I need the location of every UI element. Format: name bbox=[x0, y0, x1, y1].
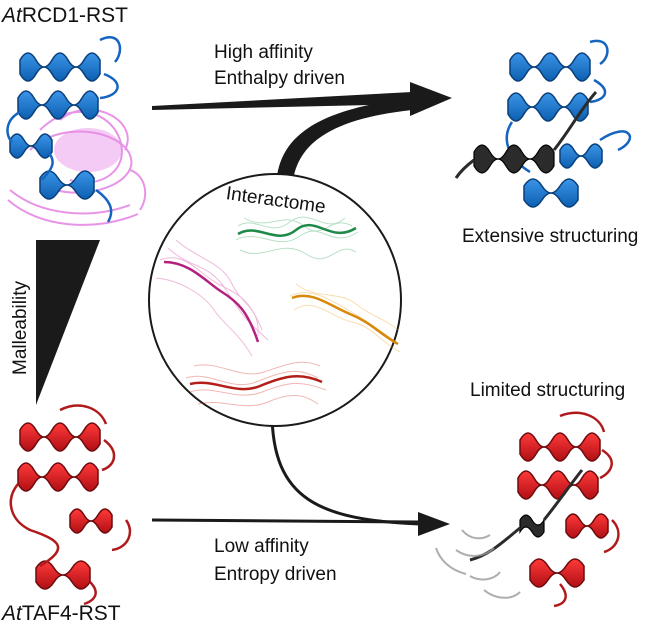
taf4-complex-structure bbox=[435, 411, 620, 608]
rcd1-complex-helices bbox=[507, 52, 603, 208]
rcd1-complex-structure bbox=[454, 39, 632, 208]
taf4-bound-ligand bbox=[435, 469, 584, 599]
rcd1-bound-ligand bbox=[454, 91, 598, 179]
bottom-arrow-branch bbox=[270, 411, 421, 526]
taf4-complex-loops bbox=[553, 411, 620, 608]
bottom-arrow bbox=[151, 411, 450, 536]
bottom-arrow-head bbox=[418, 512, 450, 536]
enthalpy-driven-label: Enthalpy driven bbox=[214, 68, 345, 89]
taf4-title: AtTAF4-RST bbox=[0, 602, 121, 625]
rcd1-title: AtRCD1-RST bbox=[0, 4, 128, 27]
green-idp-ensemble bbox=[235, 216, 359, 260]
top-arrow bbox=[152, 82, 452, 190]
malleability-label: Malleability bbox=[10, 281, 31, 375]
malleability-wedge bbox=[36, 240, 100, 405]
rcd1-disorder-blob bbox=[54, 128, 122, 172]
taf4-complex-helices bbox=[517, 432, 609, 588]
high-affinity-label: High affinity bbox=[214, 42, 313, 63]
rcd1-disorder-halo bbox=[7, 108, 147, 226]
limited-structuring-label: Limited structuring bbox=[470, 380, 625, 401]
taf4-title-prefix: At bbox=[0, 602, 23, 625]
orange-idp-ensemble bbox=[289, 283, 401, 353]
rcd1-free-structure bbox=[6, 36, 147, 226]
low-affinity-label: Low affinity bbox=[214, 536, 309, 557]
taf4-helices bbox=[17, 422, 113, 590]
rcd1-title-prefix: At bbox=[0, 4, 23, 27]
rcd1-title-suffix: RCD1-RST bbox=[22, 4, 128, 27]
rcd1-helices bbox=[9, 52, 101, 200]
taf4-free-structure bbox=[9, 404, 132, 606]
top-arrow-head bbox=[410, 82, 452, 116]
taf4-loops bbox=[9, 404, 132, 606]
rcd1-loops bbox=[6, 36, 122, 223]
taf4-ligand-motion-lines bbox=[435, 529, 521, 599]
interactome-circle: Interactome bbox=[148, 173, 402, 427]
entropy-driven-label: Entropy driven bbox=[214, 564, 337, 585]
extensive-structuring-label: Extensive structuring bbox=[462, 226, 638, 247]
pink-idp-ensemble bbox=[155, 239, 269, 357]
red-idp-ensemble bbox=[185, 361, 327, 407]
taf4-title-suffix: TAF4-RST bbox=[22, 602, 121, 625]
